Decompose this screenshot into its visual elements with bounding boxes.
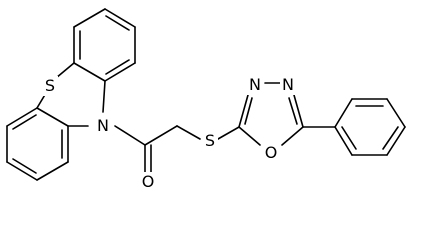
structure-canvas: S N O S N N O — [6, 8, 406, 192]
molecule-drawing: S N O S N N O — [6, 8, 406, 192]
phenothiazine-upper-ring — [73, 8, 136, 82]
nitrogen-atom-phenothiazine: N — [95, 116, 112, 136]
oxadiazole-oxygen-atom: O — [262, 143, 280, 163]
sulfur-atom-phenothiazine: S — [42, 76, 58, 96]
svg-text:S: S — [205, 131, 215, 150]
oxadiazole-nitrogen-right: N — [280, 75, 297, 95]
svg-text:N: N — [282, 75, 294, 94]
phenothiazine-lower-ring — [6, 107, 69, 181]
thioether-sulfur-atom: S — [202, 131, 218, 151]
svg-text:N: N — [249, 75, 261, 94]
phenyl-ring — [302, 98, 406, 156]
oxadiazole-nitrogen-left: N — [247, 75, 264, 95]
carbonyl-oxygen-atom: O — [139, 172, 157, 192]
svg-text:O: O — [142, 172, 155, 191]
atom-labels: S N O S N N O — [42, 75, 297, 192]
svg-text:N: N — [97, 116, 109, 135]
oxadiazole-ring — [238, 82, 304, 146]
acetyl-thioether-linker — [114, 125, 240, 174]
svg-text:S: S — [45, 76, 55, 95]
svg-text:O: O — [265, 143, 278, 162]
